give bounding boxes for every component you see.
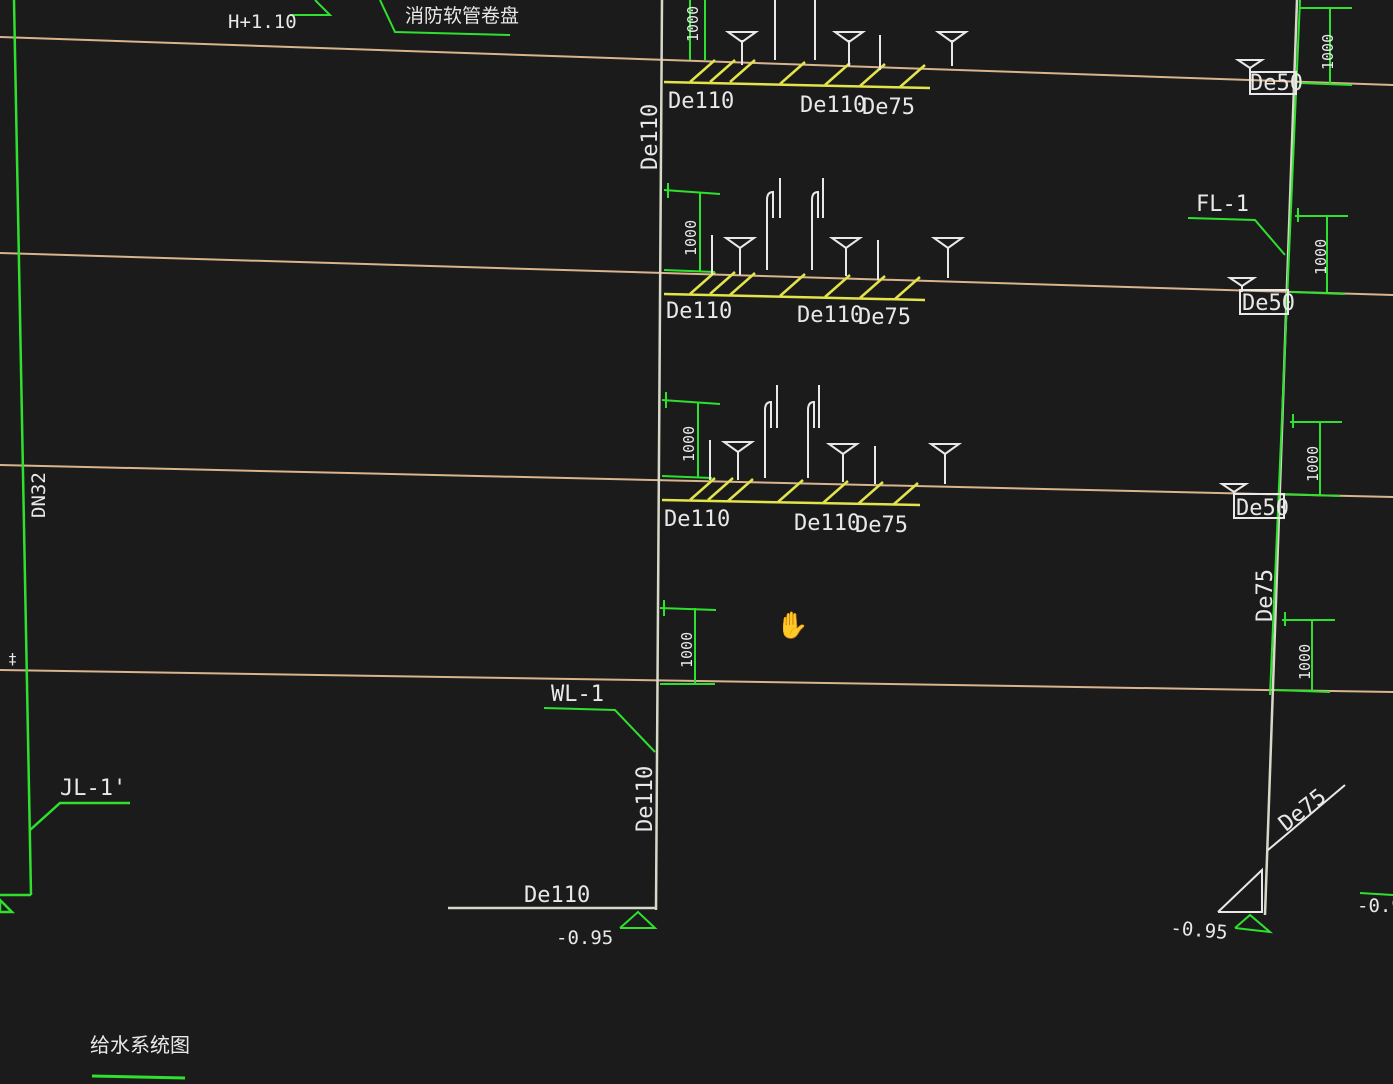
hose-reel-leader [379,0,511,36]
bottom-left-elev-marker [619,910,658,929]
f1-de-mid: De110 [800,93,866,118]
f2-dim: 1000 [682,220,700,256]
ground-dim-right-text: 1000 [1296,644,1314,680]
jl-label: JL-1' [60,776,126,801]
elevation-top-label: H+1.10 [228,11,297,33]
ground-dim-left [659,600,717,685]
f3-de-right: De75 [855,513,908,538]
right-dim-3: 1000 [1304,446,1322,482]
f3-dim: 1000 [680,426,698,462]
floor-line-3 [0,464,1393,498]
right-riser-upper-label: De75 [1253,569,1278,622]
floor-branch-2 [663,178,966,302]
floor-lines [0,36,1393,693]
drain-label-3: De50 [1236,496,1289,521]
floor-line-1 [0,36,1393,86]
right-dim-2: 1000 [1312,239,1330,275]
f2-de-right: De75 [858,305,911,330]
elev-far-right: -0.9 [1357,895,1393,917]
f1-de-left: De110 [668,89,734,114]
stack-label-upper: De110 [638,104,663,170]
f1-de-right: De75 [862,95,915,120]
floor-line-2 [0,252,1393,296]
elev-bottom-left: -0.95 [556,927,613,949]
dn32-label: DN32 [28,472,50,518]
floor-branch-1 [663,0,970,90]
right-drains [1218,59,1297,519]
fl-riser-green [1187,0,1301,696]
drain-label-1: De50 [1250,71,1303,96]
right-riser-lower-label: De75 [1274,784,1331,836]
wl-label: WL-1 [551,682,604,707]
bottom-pipe-label: De110 [524,883,590,908]
drain-label-2: De50 [1242,291,1295,316]
right-bottom-elev-marker [1234,892,1393,934]
hand-cursor-icon: ✋ [776,610,808,641]
ground-dim-left-text: 1000 [678,632,696,668]
stack-label-lower: De110 [633,766,658,832]
drawing-title: 给水系统图 [90,1033,190,1057]
hose-reel-label: 消防软管卷盘 [405,5,519,27]
f3-de-left: De110 [664,507,730,532]
title-underline [91,1074,186,1080]
right-dims [1274,7,1353,693]
f3-de-mid: De110 [794,511,860,536]
valve-mark: ‡ [8,650,17,668]
wl-leader [543,707,656,753]
fl-label: FL-1 [1196,192,1249,217]
top-right-dim: 1000 [1319,34,1337,70]
jl-riser [0,0,130,914]
main-stack [448,0,664,911]
right-bottom [1217,784,1346,913]
floor-branch-3 [661,385,963,507]
elev-bottom-right: -0.95 [1170,917,1229,944]
top-left-elev [290,0,333,16]
floor-line-4 [0,669,1393,693]
f2-de-mid: De110 [797,303,863,328]
f2-de-left: De110 [666,299,732,324]
f1-dim: 1000 [684,6,702,42]
